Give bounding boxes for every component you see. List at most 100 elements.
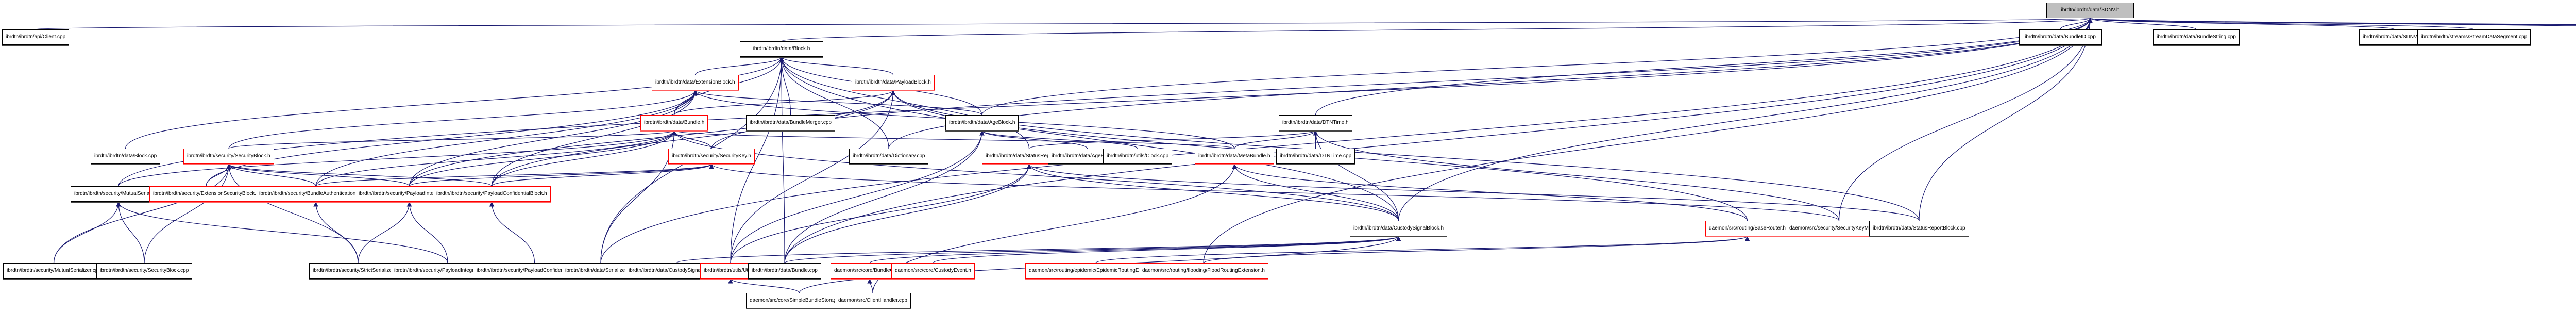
graph-node-bundlemerger-cpp[interactable]: ibrdtn/ibrdtn/data/BundleMerger.cpp	[746, 115, 835, 130]
edge-pcb-h-to-extblock-h	[491, 90, 698, 187]
edge-extsecblock-h-to-extblock-h	[206, 90, 698, 187]
edge-client-cpp-to-sdnv-h	[35, 18, 2091, 30]
node-label: ibrdtn/ibrdtn/data/BundleString.cpp	[2157, 34, 2236, 40]
edge-block-h-to-sdnv-h	[781, 18, 2092, 42]
edge-bundleid-cpp-to-sdnv-h	[2060, 18, 2093, 30]
node-label: ibrdtn/ibrdtn/data/BundleID.cpp	[2025, 34, 2096, 40]
node-label: ibrdtn/ibrdtn/security/SecurityBlock.cpp	[100, 268, 189, 273]
edge-streamdataseg-cpp-to-sdnv-h	[2088, 18, 2475, 30]
graph-node-custevent-h[interactable]: daemon/src/core/CustodyEvent.h	[891, 263, 975, 279]
graph-node-bundle-h[interactable]: ibrdtn/ibrdtn/data/Bundle.h	[640, 115, 708, 130]
graph-node-statusrep-cpp[interactable]: ibrdtn/ibrdtn/data/StatusReportBlock.cpp	[1869, 221, 1969, 236]
graph-node-bundleid-cpp[interactable]: ibrdtn/ibrdtn/data/BundleID.cpp	[2019, 29, 2102, 45]
edge-pcb-h-to-payloadblock-h	[491, 90, 896, 187]
node-label: ibrdtn/ibrdtn/data/PayloadBlock.h	[855, 79, 931, 85]
edge-baserouter-h-to-metabundle-h	[1232, 163, 1748, 221]
edge-pib-cpp-to-pib-h	[406, 201, 448, 264]
graph-node-seckey-h[interactable]: ibrdtn/ibrdtn/security/SecurityKey.h	[668, 149, 755, 164]
edge-utils-h-to-statusrep-h	[730, 163, 1032, 264]
graph-node-streamdataseg-cpp[interactable]: ibrdtn/ibrdtn/streams/StreamDataSegment.…	[2417, 29, 2531, 45]
node-label: ibrdtn/ibrdtn/api/Client.cpp	[6, 34, 66, 40]
edge-floodroutext-h-to-sdnv-h	[1203, 18, 2093, 264]
edge-pcb-h-to-secblock-h	[226, 163, 493, 187]
edge-pcb-cpp-to-pcb-h	[489, 201, 535, 264]
graph-node-secblock-cpp[interactable]: ibrdtn/ibrdtn/security/SecurityBlock.cpp	[96, 263, 193, 279]
graph-node-block-cpp[interactable]: ibrdtn/ibrdtn/data/Block.cpp	[91, 149, 161, 164]
edge-pib-h-to-bundle-h	[409, 130, 677, 187]
edge-secblock-cpp-to-mutualser-h	[116, 201, 145, 264]
graph-node-clock-cpp[interactable]: ibrdtn/ibrdtn/utils/Clock.cpp	[1103, 149, 1173, 164]
node-label: ibrdtn/ibrdtn/data/DTNTime.h	[1282, 120, 1349, 125]
edge-epictrlmsg-h-to-sdnv-h	[2088, 18, 2576, 25]
graph-node-extblock-h[interactable]: ibrdtn/ibrdtn/data/ExtensionBlock.h	[652, 75, 739, 90]
edge-strictser-cpp-to-bab-h	[313, 201, 359, 264]
node-label: ibrdtn/ibrdtn/security/SecurityBlock.h	[187, 153, 270, 159]
edge-mutualser-cpp-to-mutualser-h	[53, 201, 121, 264]
edge-block-cpp-to-block-h	[125, 56, 784, 149]
edge-utils-h-to-block-h	[730, 56, 784, 264]
edge-custsig-h-to-sdnv-h	[1398, 18, 2093, 221]
edge-custsig-cpp-to-custsig-h	[676, 236, 1401, 264]
edge-statusrep-h-to-block-h	[779, 56, 1030, 149]
graph-node-bundlestring-cpp[interactable]: ibrdtn/ibrdtn/data/BundleString.cpp	[2153, 29, 2240, 45]
node-label: ibrdtn/ibrdtn/data/SDNV.h	[2061, 7, 2120, 13]
graph-node-clienthandler-cpp[interactable]: daemon/src/ClientHandler.cpp	[835, 293, 911, 308]
graph-node-sdnv-h[interactable]: ibrdtn/ibrdtn/data/SDNV.h	[2046, 3, 2134, 18]
edge-bundle-cpp-to-ageblock-h	[784, 130, 985, 264]
edge-bundlecore-h-to-custsig-h	[869, 236, 1401, 264]
graph-node-dictionary-cpp[interactable]: ibrdtn/ibrdtn/data/Dictionary.cpp	[849, 149, 929, 164]
edge-secblock-cpp-to-secblock-h	[144, 163, 231, 264]
graph-node-custsig-h[interactable]: ibrdtn/ibrdtn/data/CustodySignalBlock.h	[1350, 221, 1448, 236]
graph-node-dtntime-cpp[interactable]: ibrdtn/ibrdtn/data/DTNTime.cpp	[1276, 149, 1355, 164]
edge-metabundle-h-to-dtntime-h	[1234, 130, 1318, 149]
edge-statusrep-h-to-dtntime-h	[1028, 130, 1318, 149]
node-label: ibrdtn/ibrdtn/data/Block.h	[753, 46, 810, 52]
edge-custevent-h-to-custsig-h	[933, 236, 1401, 264]
edge-bundle-cpp-to-statusrep-h	[784, 163, 1032, 264]
node-label: ibrdtn/ibrdtn/data/StatusReportBlock.cpp	[1873, 225, 1965, 231]
edge-bundle-h-to-payloadblock-h	[673, 90, 896, 116]
graph-node-mutualser-cpp[interactable]: ibrdtn/ibrdtn/security/MutualSerializer.…	[3, 263, 105, 279]
edge-extblock-h-to-block-h	[694, 56, 784, 75]
node-label: ibrdtn/ibrdtn/data/BundleMerger.cpp	[750, 120, 832, 125]
edge-ageblock-cpp-to-ageblock-h	[979, 130, 1088, 149]
node-label: ibrdtn/ibrdtn/data/DTNTime.cpp	[1280, 153, 1352, 159]
node-label: ibrdtn/ibrdtn/data/ExtensionBlock.h	[655, 79, 735, 85]
node-label: daemon/src/routing/BaseRouter.h	[1709, 225, 1786, 231]
graph-node-pcb-h[interactable]: ibrdtn/ibrdtn/security/PayloadConfidenti…	[433, 186, 551, 202]
edge-payloadblock-h-to-block-h	[779, 56, 894, 75]
graph-node-bundle-cpp[interactable]: ibrdtn/ibrdtn/data/Bundle.cpp	[748, 263, 821, 279]
edge-simplestorage-cpp-to-utils-h	[728, 278, 800, 293]
edge-metabundle-h-to-bundle-h	[672, 130, 1235, 149]
node-label: ibrdtn/ibrdtn/security/ExtensionSecurity…	[153, 191, 259, 197]
edge-strictser-cpp-to-pib-h	[358, 201, 412, 264]
edge-seckeymgr-h-to-sdnv-h	[1838, 18, 2093, 221]
node-label: daemon/src/core/SimpleBundleStorage.cpp	[750, 298, 849, 303]
edge-clienthandler-cpp-to-bundlecore-h	[867, 278, 873, 293]
edge-pcb-h-to-seckey-h	[491, 163, 714, 187]
edge-secblock-h-to-bundle-h	[228, 130, 676, 149]
edge-bundle-cpp-to-sdnv-h	[784, 18, 2093, 264]
graph-node-block-h[interactable]: ibrdtn/ibrdtn/data/Block.h	[740, 41, 823, 57]
node-label: ibrdtn/ibrdtn/streams/StreamDataSegment.…	[2421, 34, 2528, 40]
graph-node-baserouter-h[interactable]: daemon/src/routing/BaseRouter.h	[1705, 221, 1789, 236]
node-label: ibrdtn/ibrdtn/utils/Clock.cpp	[1107, 153, 1169, 159]
edge-seckeymgr-h-to-dtntime-h	[1313, 130, 1840, 221]
graph-node-secblock-h[interactable]: ibrdtn/ibrdtn/security/SecurityBlock.h	[183, 149, 274, 164]
edge-pib-h-to-payloadblock-h	[409, 90, 896, 187]
edge-seckeymgr-h-to-seckey-h	[709, 163, 1840, 221]
graph-node-client-cpp[interactable]: ibrdtn/ibrdtn/api/Client.cpp	[2, 29, 70, 45]
edge-epiroutext-h-to-baserouter-h	[1095, 236, 1750, 264]
edge-strictser-cpp-to-secblock-h	[226, 163, 359, 264]
edge-bundle-cpp-to-block-h	[779, 56, 785, 264]
graph-node-extsecblock-h[interactable]: ibrdtn/ibrdtn/security/ExtensionSecurity…	[149, 186, 263, 202]
graph-node-payloadblock-h[interactable]: ibrdtn/ibrdtn/data/PayloadBlock.h	[852, 75, 935, 90]
graph-node-metabundle-h[interactable]: ibrdtn/ibrdtn/data/MetaBundle.h	[1195, 149, 1274, 164]
node-label: ibrdtn/ibrdtn/data/Bundle.h	[644, 120, 705, 125]
node-label: ibrdtn/ibrdtn/data/AgeBlock.h	[949, 120, 1015, 125]
graph-node-dtntime-h[interactable]: ibrdtn/ibrdtn/data/DTNTime.h	[1279, 115, 1352, 130]
node-label: ibrdtn/ibrdtn/security/StrictSerializer.…	[313, 268, 403, 273]
graph-node-floodroutext-h[interactable]: daemon/src/routing/flooding/FloodRouting…	[1139, 263, 1268, 279]
graph-node-ageblock-h[interactable]: ibrdtn/ibrdtn/data/AgeBlock.h	[945, 115, 1019, 130]
